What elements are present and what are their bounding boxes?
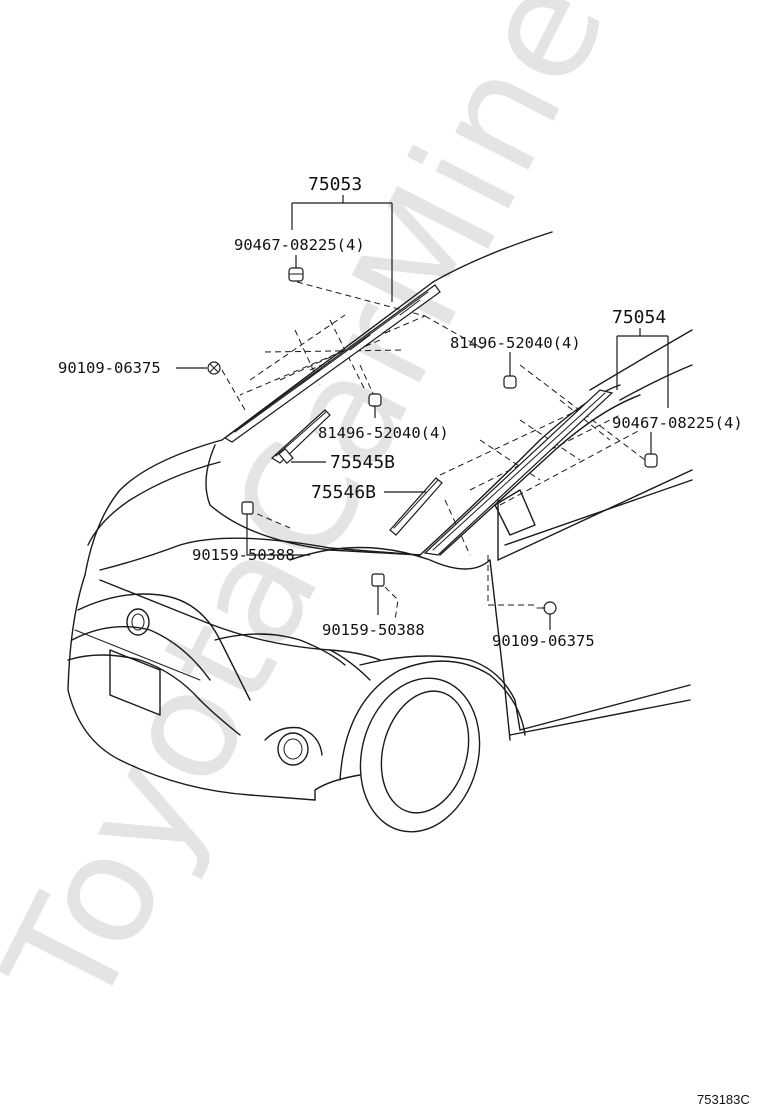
label-75053: 75053 [308,174,362,195]
label-75545B: 75545B [330,452,395,473]
label-90109-right: 90109-06375 [492,632,595,650]
fastener-bolt-left [241,501,254,515]
car-body [67,231,693,833]
fastener-clip-right [644,453,658,468]
label-81496-top: 81496-52040(4) [450,334,581,352]
left-garnish-molding [223,284,441,443]
label-75546B: 75546B [311,482,376,503]
watermark-text: ToyotaCarMine.ru [0,0,737,1037]
fastener-clip-top [288,267,304,282]
fastener-retainer-top [503,375,517,389]
fastener-screw-left [207,361,221,375]
callout-labels: 75053 90467-08225(4) 90109-06375 81496-5… [58,174,750,1107]
label-90109-left: 90109-06375 [58,359,161,377]
right-garnish-molding [423,389,614,556]
label-81496-mid: 81496-52040(4) [318,424,449,442]
label-90467-right: 90467-08225(4) [612,414,743,432]
label-90159-center: 90159-50388 [322,621,425,639]
leader-lines [176,195,669,630]
fastener-screw-right [536,601,557,615]
fastener-retainer-mid [368,393,382,407]
label-90467-top: 90467-08225(4) [234,236,365,254]
fastener-bolt-center [371,573,385,587]
label-90159-left: 90159-50388 [192,546,295,564]
figure-code: 753183C [697,1092,750,1107]
label-75054: 75054 [612,307,666,328]
wiper-arm-75546 [389,477,443,536]
wiper-arm-75545 [271,409,331,465]
